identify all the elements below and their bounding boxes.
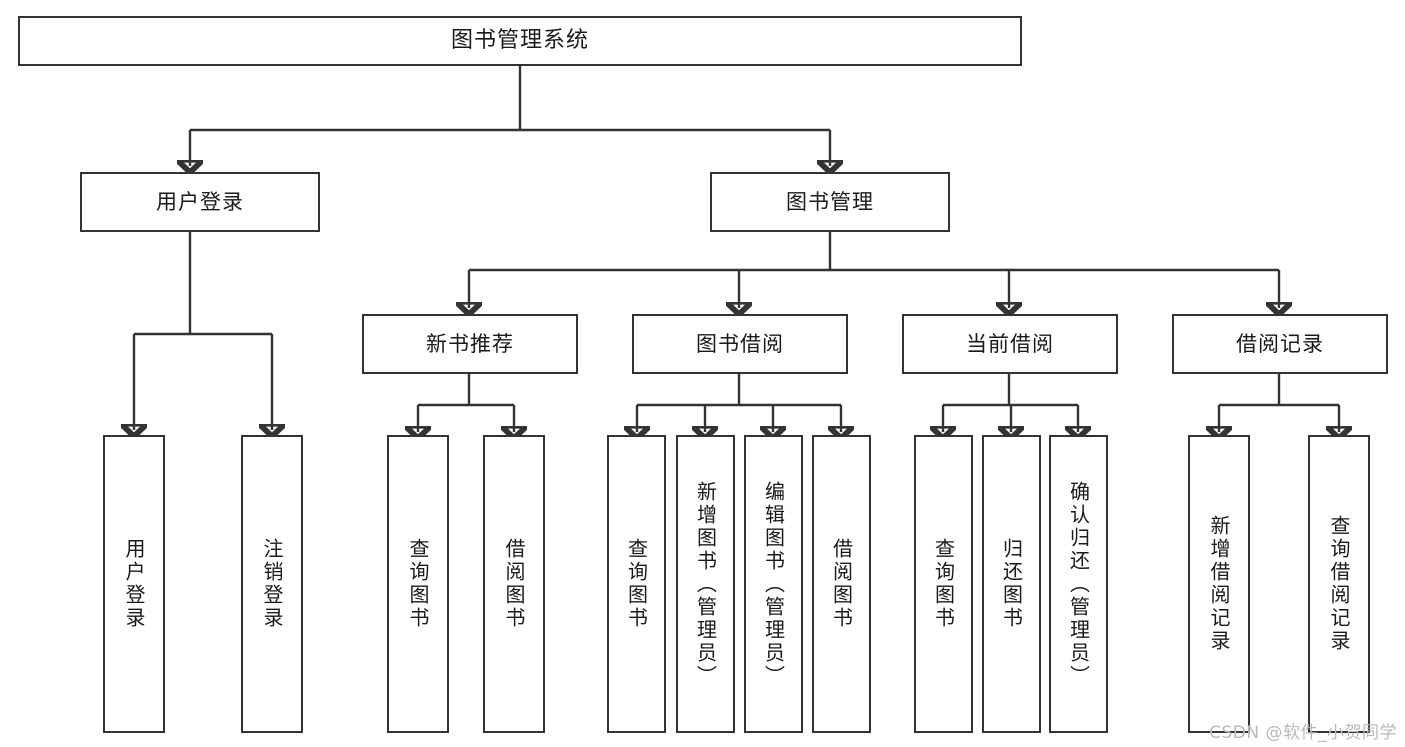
node-borrow-record-label: 借阅记录 xyxy=(1236,331,1324,356)
leaf-book-borrow-query-label: 查询图书 xyxy=(624,538,649,630)
leaf-book-borrow-edit[interactable]: 编辑图书（管理员） xyxy=(744,435,803,733)
leaf-borrow-record-add-label: 新增借阅记录 xyxy=(1207,515,1231,653)
leaf-current-borrow-query[interactable]: 查询图书 xyxy=(914,435,973,733)
leaf-book-borrow-borrow-label: 借阅图书 xyxy=(829,538,854,630)
leaf-current-borrow-return[interactable]: 归还图书 xyxy=(982,435,1041,733)
leaf-new-book-query-label: 查询图书 xyxy=(406,538,430,630)
leaf-user-login-signin[interactable]: 用户登录 xyxy=(103,435,165,733)
node-book-management-label: 图书管理 xyxy=(786,189,874,214)
node-user-login[interactable]: 用户登录 xyxy=(80,172,320,232)
node-root-system-label: 图书管理系统 xyxy=(450,28,589,54)
leaf-borrow-record-query-label: 查询借阅记录 xyxy=(1327,515,1351,653)
node-root-system[interactable]: 图书管理系统 xyxy=(18,16,1022,66)
node-current-borrow-label: 当前借阅 xyxy=(966,331,1054,356)
leaf-user-login-signin-label: 用户登录 xyxy=(122,538,146,630)
leaf-user-login-signout[interactable]: 注销登录 xyxy=(241,435,303,733)
leaf-book-borrow-borrow[interactable]: 借阅图书 xyxy=(812,435,871,733)
leaf-current-borrow-confirm-return[interactable]: 确认归还（管理员） xyxy=(1049,435,1108,733)
leaf-current-borrow-query-label: 查询图书 xyxy=(931,538,956,630)
node-current-borrow[interactable]: 当前借阅 xyxy=(902,314,1118,374)
leaf-new-book-borrow[interactable]: 借阅图书 xyxy=(483,435,545,733)
node-book-borrow-label: 图书借阅 xyxy=(696,331,784,356)
leaf-borrow-record-add[interactable]: 新增借阅记录 xyxy=(1188,435,1250,733)
leaf-book-borrow-query[interactable]: 查询图书 xyxy=(607,435,666,733)
leaf-new-book-borrow-label: 借阅图书 xyxy=(502,538,526,630)
node-user-login-label: 用户登录 xyxy=(156,189,244,214)
leaf-borrow-record-query[interactable]: 查询借阅记录 xyxy=(1308,435,1370,733)
leaf-current-borrow-confirm-return-label: 确认归还（管理员） xyxy=(1066,480,1091,688)
leaf-book-borrow-edit-label: 编辑图书（管理员） xyxy=(761,480,786,688)
leaf-book-borrow-add-label: 新增图书（管理员） xyxy=(693,480,718,688)
node-new-book-recommend[interactable]: 新书推荐 xyxy=(362,314,578,374)
node-book-management[interactable]: 图书管理 xyxy=(710,172,950,232)
node-borrow-record[interactable]: 借阅记录 xyxy=(1172,314,1388,374)
leaf-book-borrow-add[interactable]: 新增图书（管理员） xyxy=(676,435,735,733)
leaf-new-book-query[interactable]: 查询图书 xyxy=(387,435,449,733)
leaf-current-borrow-return-label: 归还图书 xyxy=(999,538,1024,630)
node-book-borrow[interactable]: 图书借阅 xyxy=(632,314,848,374)
node-new-book-recommend-label: 新书推荐 xyxy=(426,331,514,356)
leaf-user-login-signout-label: 注销登录 xyxy=(260,538,284,630)
